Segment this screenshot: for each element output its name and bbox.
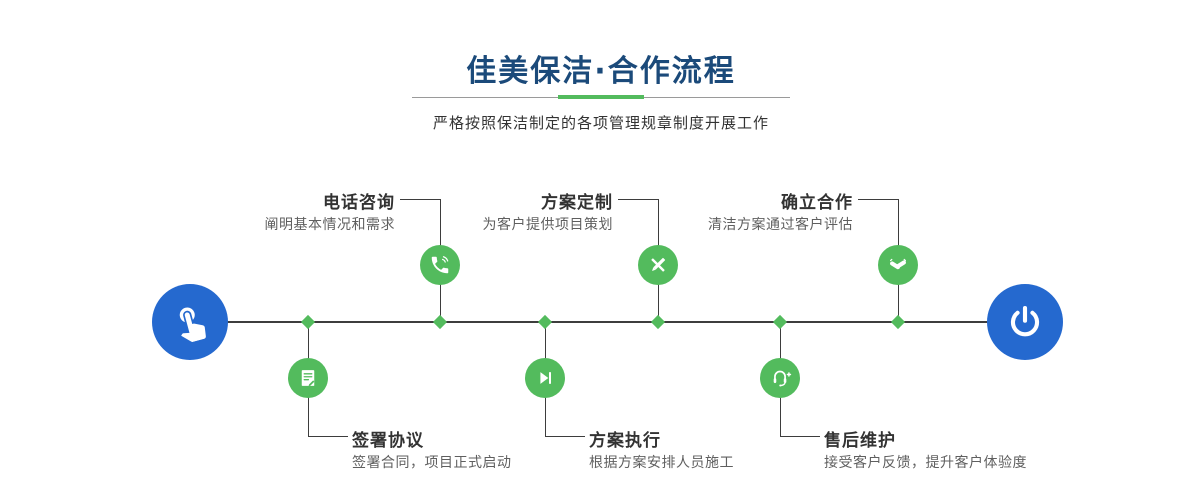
timeline-diamond	[537, 314, 553, 330]
step-desc: 阐明基本情况和需求	[264, 217, 395, 233]
timeline-diamond	[772, 314, 788, 330]
timeline-diamond	[890, 314, 906, 330]
connector-hline	[780, 436, 820, 437]
timeline-line	[190, 321, 1025, 323]
connector-hline	[400, 199, 440, 200]
timeline-diamond	[300, 314, 316, 330]
step-desc: 签署合同，项目正式启动	[352, 455, 512, 471]
page-title: 佳美保洁·合作流程	[466, 54, 736, 89]
step-title: 电话咨询	[323, 193, 395, 213]
timeline-diamond	[650, 314, 666, 330]
connector-hline	[618, 199, 658, 200]
step-title: 方案定制	[541, 193, 613, 213]
play-next-icon	[540, 372, 551, 384]
step-title: 售后维护	[824, 431, 896, 451]
end-node	[987, 284, 1063, 360]
contract-icon	[301, 370, 315, 387]
step-desc: 根据方案安排人员施工	[589, 455, 734, 471]
handshake-icon	[890, 258, 906, 270]
headset-support-icon	[773, 370, 791, 387]
step-title: 确立合作	[781, 193, 853, 213]
step-node-phone	[420, 245, 460, 285]
step-title: 方案执行	[589, 431, 661, 451]
timeline-diamond	[432, 314, 448, 330]
phone-icon	[431, 256, 449, 274]
step-node-contract	[288, 358, 328, 398]
power-icon	[1010, 306, 1040, 337]
start-node	[152, 284, 228, 360]
step-node-support	[760, 358, 800, 398]
step-node-design	[638, 245, 678, 285]
step-title: 签署协议	[352, 431, 424, 451]
connector-hline	[858, 199, 898, 200]
page-subtitle: 严格按照保洁制定的各项管理规章制度开展工作	[432, 114, 769, 132]
step-node-execute	[525, 358, 565, 398]
design-tools-icon	[651, 257, 666, 272]
connector-hline	[308, 436, 348, 437]
title-underline-accent	[558, 95, 644, 99]
pointer-hand-icon	[179, 307, 206, 342]
step-desc: 接受客户反馈，提升客户体验度	[824, 455, 1027, 471]
step-desc: 为客户提供项目策划	[482, 217, 613, 233]
step-desc: 清洁方案通过客户评估	[708, 217, 853, 233]
step-node-handshake	[878, 245, 918, 285]
connector-hline	[545, 436, 585, 437]
